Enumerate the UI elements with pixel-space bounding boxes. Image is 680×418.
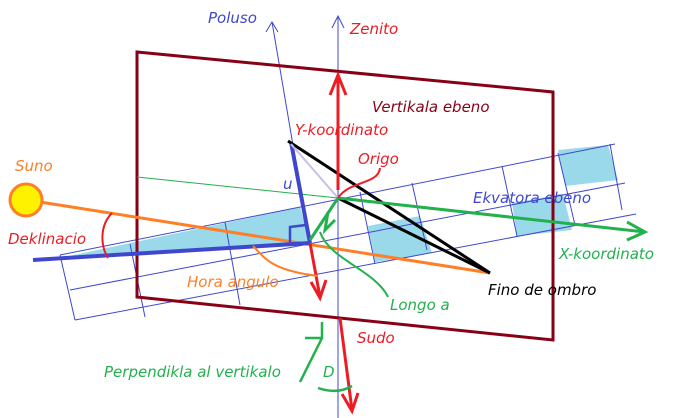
label-equator-plane: Ekvatora ebeno [473,189,591,207]
pole-gnomon [32,141,312,262]
vertical-plane [135,50,555,342]
label-shadow-end: Fino de ombro [488,281,596,299]
perpendicular-marks [298,322,353,392]
longo-a-pointer [319,231,389,298]
declination-arc [101,212,113,259]
label-hour-angle: Hora angulo [187,273,279,291]
shadow-lines [287,139,491,275]
style-line [290,143,339,199]
sun-icon [8,182,44,218]
origo-pointer [337,167,381,199]
sun-ray [39,200,491,275]
label-u: u [283,175,293,193]
label-sun: Suno [15,157,53,175]
hour-angle-pointer [252,245,319,277]
label-vertical-plane: Vertikala ebeno [372,98,490,116]
label-south: Sudo [357,329,395,347]
horizontal-trace [136,176,339,199]
sudo-arrow [338,317,354,411]
label-length-a: Longo a [390,296,450,314]
label-origin: Origo [358,150,399,168]
label-perpendicular: Perpendikla al vertikalo [104,363,281,381]
x-axis-arrow [337,196,649,242]
label-poluso: Poluso [208,9,257,27]
label-x-axis: X-koordinato [558,245,654,263]
label-zenito: Zenito [349,20,398,38]
label-d: D [323,363,335,381]
longo-a-arrow [308,197,340,241]
label-y-axis: Y-koordinato [295,121,388,139]
label-declination: Deklinacio [8,230,86,248]
down-arrow [308,242,322,298]
